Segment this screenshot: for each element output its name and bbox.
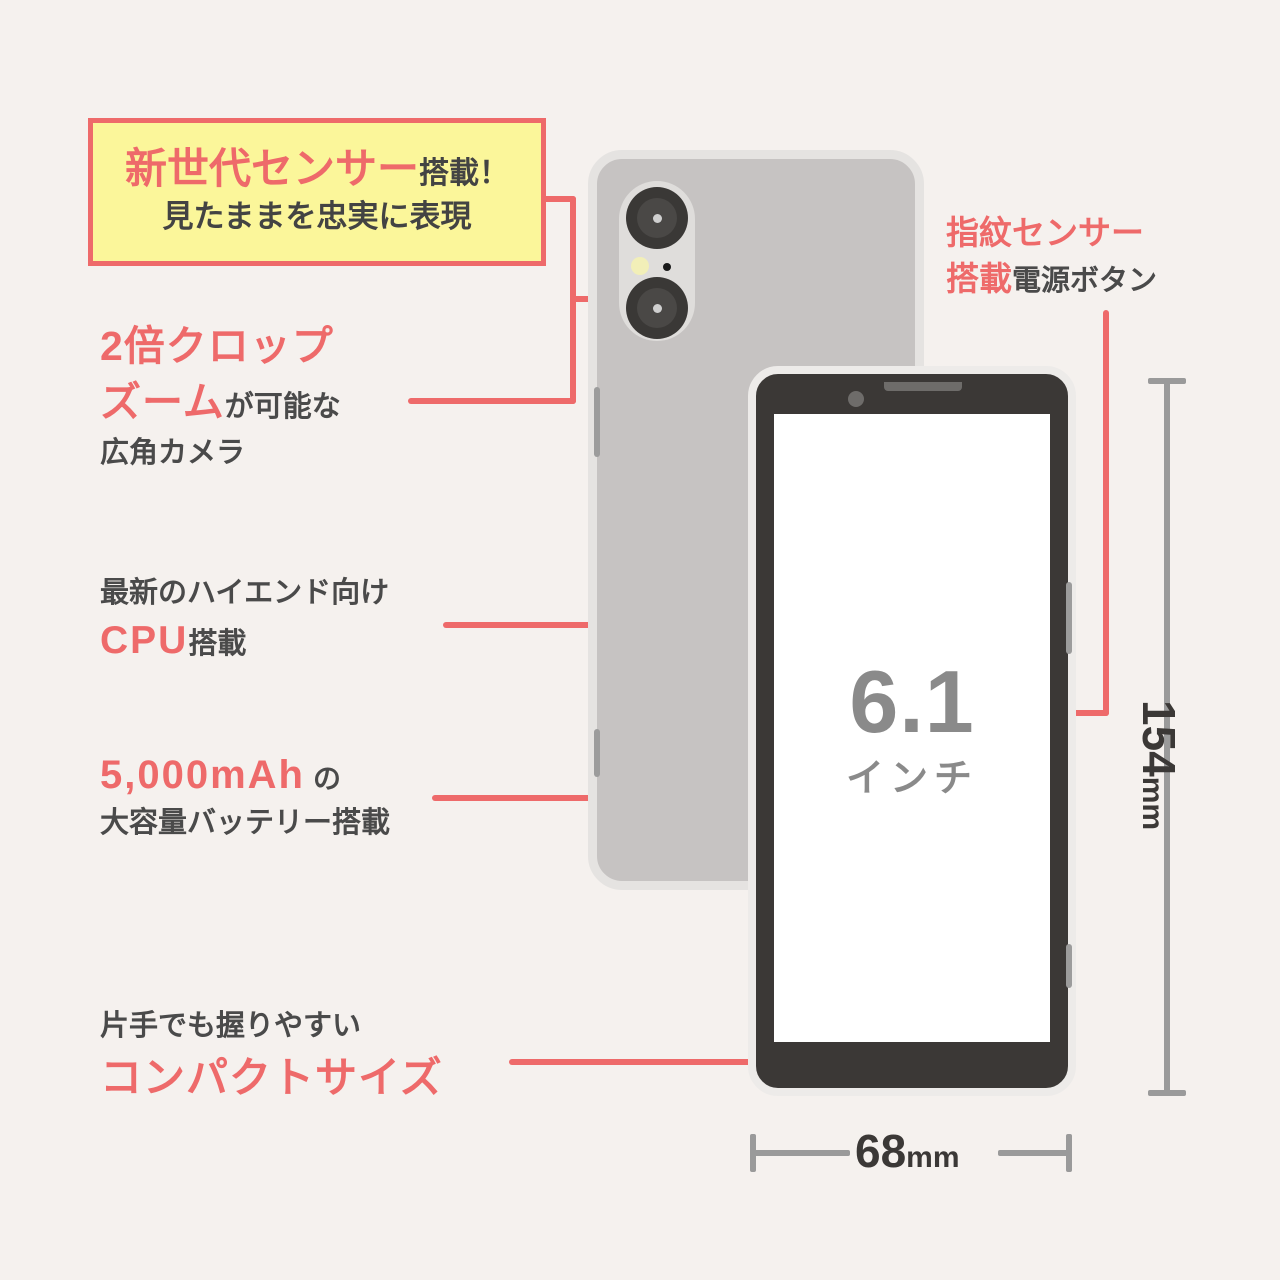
screen-size-number: 6.1: [849, 652, 975, 751]
back-phone-side-button-upper: [594, 387, 600, 457]
width-dimension-label: 68mm: [855, 1124, 960, 1178]
annotation-cpu-line-2-dark: 搭載: [188, 628, 247, 661]
callout-line-1-red: 新世代センサー: [124, 144, 419, 192]
annotation-zoom-line-2: ズームが可能な: [100, 376, 341, 428]
leader-line-fingerprint-elbow: [1070, 710, 1109, 716]
camera-lens-top-highlight: [652, 213, 662, 223]
annotation-cpu: 最新のハイエンド向け CPU搭載: [100, 575, 389, 666]
annotation-fingerprint-line-1-red: 指紋センサー: [946, 214, 1144, 251]
earpiece-speaker: [884, 382, 962, 391]
width-dimension-line-right: [998, 1150, 1072, 1156]
phone-front-body[interactable]: 6.1 インチ: [748, 366, 1076, 1096]
callout-line-2: 見たままを忠実に表現: [162, 199, 472, 235]
annotation-cpu-line-1: 最新のハイエンド向け: [100, 575, 389, 612]
height-dimension-label: 154mm: [1132, 700, 1186, 830]
callout-line-1-dark: 搭載！: [419, 156, 509, 190]
height-dimension-line: [1164, 378, 1170, 1096]
callout-line-1: 新世代センサー搭載！: [124, 144, 509, 192]
annotation-battery-line-2: 大容量バッテリー搭載: [100, 805, 390, 842]
width-dimension-number: 68: [855, 1125, 907, 1177]
annotation-compact-line-2: コンパクトサイズ: [100, 1051, 443, 1105]
annotation-compact-line-1: 片手でも握りやすい: [100, 1008, 443, 1045]
leader-line-callout-stub: [536, 196, 576, 202]
annotation-fingerprint-line-1: 指紋センサー: [946, 212, 1157, 254]
volume-button[interactable]: [1066, 944, 1072, 988]
annotation-battery-line-1-dark: の: [312, 763, 341, 794]
camera-sensor-dot: [663, 263, 671, 271]
leader-line-battery: [432, 795, 680, 801]
annotation-compact-line-1-dark: 片手でも握りやすい: [100, 1010, 362, 1042]
annotation-zoom-line-3-dark: 広角カメラ: [100, 436, 246, 469]
annotation-zoom-line-2-dark: が可能な: [224, 391, 341, 424]
annotation-battery-line-1-red: 5,000mAh: [100, 753, 305, 797]
height-dimension-unit: mm: [1136, 776, 1169, 831]
front-camera-icon: [848, 391, 864, 407]
annotation-cpu-line-1-dark: 最新のハイエンド向け: [100, 577, 390, 609]
annotation-zoom-line-1-red: 2倍クロップ: [100, 323, 334, 369]
leader-line-zoom: [408, 398, 576, 404]
power-button-fingerprint-sensor[interactable]: [1066, 582, 1072, 654]
camera-module: [619, 181, 695, 341]
camera-lens-bottom-highlight: [652, 303, 662, 313]
annotation-fingerprint-line-2: 搭載電源ボタン: [946, 258, 1157, 300]
back-phone-side-button-lower: [594, 729, 600, 777]
height-dimension-cap-bottom: [1148, 1090, 1186, 1096]
annotation-fingerprint-line-2-red: 搭載: [946, 260, 1012, 298]
camera-flash: [631, 257, 649, 275]
width-dimension-cap-right: [1066, 1134, 1072, 1172]
annotation-zoom: 2倍クロップ ズームが可能な 広角カメラ: [100, 320, 341, 472]
annotation-zoom-line-2-red: ズーム: [100, 379, 225, 426]
width-dimension-line-left: [750, 1150, 850, 1156]
camera-lens-bottom: [626, 277, 688, 339]
camera-lens-top: [626, 187, 688, 249]
callout-new-sensor: 新世代センサー搭載！ 見たままを忠実に表現: [88, 118, 546, 266]
annotation-compact-line-2-red: コンパクトサイズ: [100, 1054, 443, 1102]
leader-line-compact: [509, 1059, 754, 1065]
leader-line-fingerprint-vertical: [1103, 310, 1109, 716]
annotation-compact: 片手でも握りやすい コンパクトサイズ: [100, 1008, 443, 1105]
screen-size-unit: インチ: [845, 758, 978, 800]
camera-lens-top-inner: [637, 198, 677, 238]
annotation-fingerprint: 指紋センサー 搭載電源ボタン: [946, 212, 1157, 300]
height-dimension-number: 154: [1133, 700, 1185, 777]
annotation-zoom-line-3: 広角カメラ: [100, 435, 341, 472]
annotation-cpu-line-2: CPU搭載: [100, 616, 389, 666]
phone-screen[interactable]: 6.1 インチ: [774, 414, 1050, 1042]
annotation-zoom-line-1: 2倍クロップ: [100, 320, 341, 372]
camera-lens-bottom-inner: [637, 288, 677, 328]
width-dimension-unit: mm: [906, 1141, 960, 1174]
annotation-battery-line-2-dark: 大容量バッテリー搭載: [100, 807, 391, 840]
leader-line-cpu: [443, 622, 680, 628]
annotation-cpu-line-2-red: CPU: [100, 619, 189, 663]
annotation-fingerprint-line-2-dark: 電源ボタン: [1012, 265, 1158, 298]
